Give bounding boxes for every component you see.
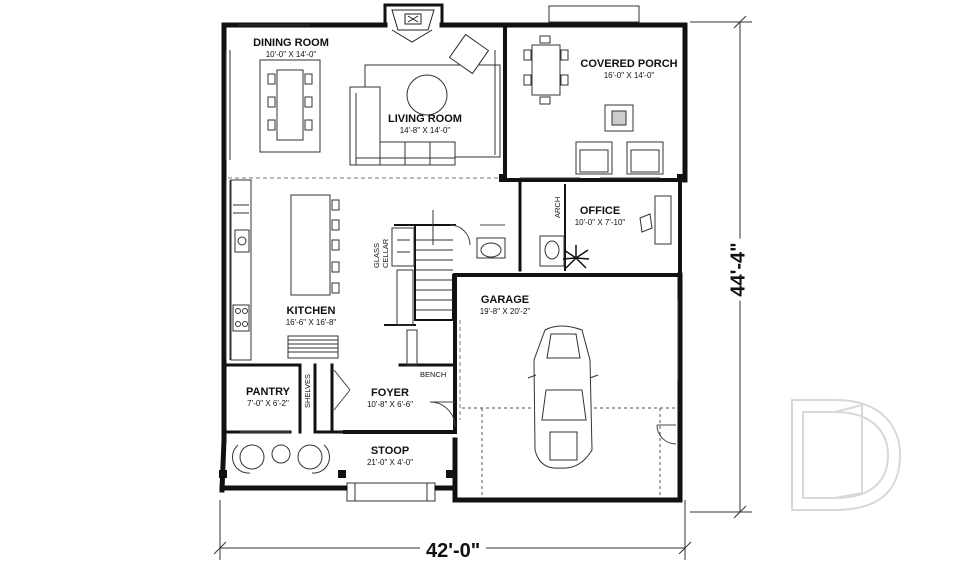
room-name-porch: COVERED PORCH bbox=[580, 58, 678, 70]
overall-width-label: 42'-0" bbox=[420, 540, 487, 563]
staircase bbox=[391, 210, 453, 366]
room-label-living: LIVING ROOM 14'-8" X 14'-0" bbox=[380, 114, 470, 135]
arch-label: ARCH bbox=[553, 196, 562, 218]
stoop-chairs bbox=[232, 444, 330, 474]
room-dims-stoop: 21'-0" X 4'-0" bbox=[366, 458, 414, 467]
room-label-foyer: FOYER 10'-8" X 6'-6" bbox=[355, 388, 425, 409]
room-dims-porch: 16'-0" X 14'-0" bbox=[603, 71, 655, 80]
porch-steps bbox=[346, 5, 640, 502]
room-name-foyer: FOYER bbox=[371, 387, 409, 399]
car bbox=[527, 325, 599, 469]
doors bbox=[333, 224, 677, 445]
room-name-living: LIVING ROOM bbox=[388, 113, 462, 125]
overall-depth-label: 44'-4" bbox=[727, 238, 751, 301]
shelves-label: SHELVES bbox=[303, 373, 312, 408]
fireplace bbox=[391, 9, 435, 43]
room-dims-living: 14'-8" X 14'-0" bbox=[399, 126, 451, 135]
bathroom-fixtures bbox=[476, 235, 565, 267]
room-label-kitchen: KITCHEN 16'-6" X 16'-8" bbox=[276, 306, 346, 327]
room-label-garage: GARAGE 19'-8" X 20'-2" bbox=[470, 295, 540, 316]
kitchen-counter bbox=[230, 179, 339, 361]
room-label-stoop: STOOP 21'-0" X 4'-0" bbox=[355, 446, 425, 467]
room-dims-pantry: 7'-0" X 6'-2" bbox=[247, 399, 289, 408]
room-name-dining: DINING ROOM bbox=[253, 37, 329, 49]
room-name-stoop: STOOP bbox=[370, 445, 410, 457]
room-dims-office: 10'-0" X 7'-10" bbox=[574, 218, 626, 227]
room-label-porch: COVERED PORCH 16'-0" X 14'-0" bbox=[574, 59, 684, 80]
room-dims-kitchen: 16'-6" X 16'-8" bbox=[285, 318, 337, 327]
room-label-pantry: PANTRY 7'-0" X 6'-2" bbox=[238, 387, 298, 408]
stoop-posts bbox=[219, 174, 685, 478]
kitchen-island bbox=[290, 194, 340, 296]
windows bbox=[225, 24, 679, 433]
room-name-pantry: PANTRY bbox=[246, 386, 290, 398]
bench-label: BENCH bbox=[420, 370, 447, 379]
room-dims-foyer: 10'-8" X 6'-6" bbox=[366, 400, 414, 409]
room-label-office: OFFICE 10'-0" X 7'-10" bbox=[565, 206, 635, 227]
office-desk bbox=[639, 195, 672, 245]
room-dims-dining: 10'-0" X 14'-0" bbox=[265, 50, 317, 59]
room-name-kitchen: KITCHEN bbox=[286, 305, 336, 317]
dashed-dividers bbox=[228, 177, 498, 420]
room-label-dining: DINING ROOM 10'-0" X 14'-0" bbox=[246, 38, 336, 59]
living-furniture bbox=[349, 33, 501, 166]
plant-icon bbox=[562, 245, 590, 269]
porch-furniture bbox=[523, 35, 664, 175]
room-dims-garage: 19'-8" X 20'-2" bbox=[479, 307, 531, 316]
watermark-logo bbox=[791, 399, 902, 511]
room-name-office: OFFICE bbox=[579, 205, 621, 217]
glass-cellar-label: GLASS CELLAR bbox=[372, 238, 390, 268]
room-name-garage: GARAGE bbox=[480, 294, 530, 306]
dining-table bbox=[259, 59, 321, 153]
